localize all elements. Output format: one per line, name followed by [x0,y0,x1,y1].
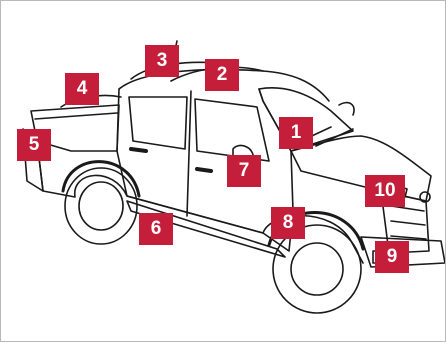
callout-1: 1 [279,117,313,149]
callout-2: 2 [205,59,239,91]
callout-9: 9 [375,241,409,273]
rear-door-handle [131,149,146,151]
front-door-window [195,99,269,161]
callout-6: 6 [139,213,173,245]
front-rim [291,243,343,295]
callout-4: 4 [65,73,99,105]
callout-8: 8 [271,207,305,239]
far-mirror [339,103,354,115]
callout-5: 5 [17,129,51,161]
callout-7: 7 [227,155,261,187]
callout-10: 10 [365,175,405,207]
bed-rail [35,113,117,119]
b-pillar [187,91,191,216]
grille-bars [391,206,426,239]
rear-rim [79,182,123,230]
rear-wheel [65,168,137,244]
lower-body [37,141,363,263]
front-door-handle [197,169,211,171]
callout-3: 3 [145,45,179,77]
rear-door-window [129,97,187,149]
